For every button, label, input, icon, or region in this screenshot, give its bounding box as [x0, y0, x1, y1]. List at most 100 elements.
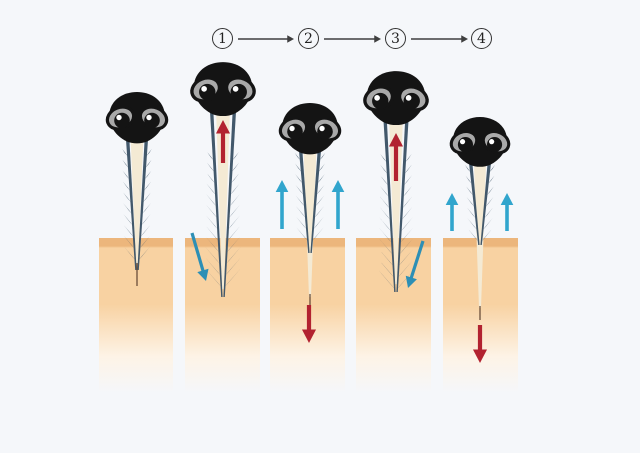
- step-circle-2: 2: [298, 28, 319, 49]
- barb-tooth: [205, 246, 221, 265]
- chelicera-left: [114, 112, 130, 129]
- highlight-left: [459, 139, 466, 145]
- barb-tooth: [378, 270, 396, 290]
- highlight-right: [232, 86, 239, 92]
- hypostome: [303, 147, 317, 297]
- barb-tooth: [402, 185, 413, 198]
- barb-tooth: [123, 203, 133, 215]
- barb-tooth: [397, 259, 414, 278]
- barb-tooth: [379, 238, 394, 255]
- barbed-rod: [383, 121, 396, 292]
- barb-tooth: [480, 229, 492, 242]
- barbed-rod: [299, 151, 310, 253]
- chelicera-right: [144, 112, 160, 129]
- step-sequence: 1 2 3 4: [0, 0, 640, 60]
- barb-tooth: [380, 164, 389, 175]
- arrow-teal-down-left-into-skin-head: [405, 275, 417, 288]
- barb-tooth: [483, 207, 493, 219]
- barb-tooth: [206, 162, 215, 173]
- capitulum-body: [282, 103, 338, 155]
- tick-head: [190, 62, 256, 117]
- barb-tooth: [207, 152, 215, 161]
- barbed-rod: [223, 112, 236, 297]
- barb-tooth: [399, 228, 413, 244]
- barb-tooth: [379, 185, 390, 198]
- highlight-left: [374, 95, 380, 101]
- barb-tooth: [464, 164, 472, 173]
- arrow-blue-up-right-head: [331, 180, 345, 192]
- barb-tooth: [294, 152, 302, 161]
- flow-arrow-3-head: [461, 35, 468, 43]
- barb-tooth: [314, 195, 325, 207]
- barb-tooth: [231, 162, 240, 173]
- barb-tooth: [142, 192, 151, 203]
- barb-tooth: [295, 195, 306, 207]
- hypostome: [216, 108, 230, 289]
- barb-tooth: [467, 218, 478, 231]
- barb-tooth: [141, 203, 151, 215]
- flow-arrow-2-head: [374, 35, 381, 43]
- chelicera-left: [199, 83, 216, 101]
- barbed-rod: [126, 140, 137, 270]
- barb-tooth: [467, 207, 477, 219]
- barb-tooth: [317, 163, 325, 173]
- barbed-rod: [396, 121, 409, 292]
- chelicera-left: [457, 137, 474, 153]
- barb-tooth: [296, 216, 308, 230]
- barbed-rod: [310, 151, 321, 253]
- highlight-right: [489, 139, 495, 145]
- barb-tooth: [124, 246, 136, 261]
- barb-tooth: [228, 194, 240, 207]
- barb-tooth: [398, 238, 413, 255]
- barb-tooth: [206, 173, 216, 184]
- arrow-red-up-hypostome-head: [215, 120, 231, 134]
- barb-tooth: [206, 194, 218, 207]
- barb-tooth: [403, 175, 412, 186]
- tick-figure-initial: [105, 92, 169, 286]
- barb-tooth: [138, 235, 151, 249]
- barbed-rod: [210, 112, 223, 297]
- barb-tooth: [312, 216, 324, 230]
- barb-tooth: [145, 148, 152, 157]
- step-circle-3: 3: [385, 28, 406, 49]
- barb-tooth: [295, 163, 303, 173]
- highlight-left: [289, 125, 295, 132]
- barb-tooth: [379, 206, 392, 221]
- barb-tooth: [379, 228, 393, 244]
- hypostome: [389, 117, 403, 284]
- tick-head: [363, 71, 429, 126]
- tick-head: [449, 116, 511, 167]
- arrow-teal-down-left-into-skin: [409, 240, 425, 279]
- tick-head: [105, 92, 169, 144]
- barb-tooth: [140, 214, 151, 226]
- arrow-blue-up-left-head: [275, 180, 289, 192]
- barb-tooth: [484, 196, 494, 208]
- barb-tooth: [315, 184, 325, 196]
- highlight-right: [405, 95, 412, 101]
- barb-tooth: [486, 186, 494, 196]
- barb-tooth: [225, 246, 241, 265]
- barb-tooth: [123, 224, 135, 238]
- capitulum-body: [109, 92, 165, 144]
- chelicera-right: [403, 92, 420, 110]
- capitulum-body: [366, 71, 426, 126]
- barb-tooth: [380, 154, 388, 163]
- barb-tooth: [398, 249, 414, 267]
- barb-tooth: [226, 225, 241, 242]
- chelicera-right: [486, 137, 503, 153]
- tick-head: [278, 103, 342, 155]
- tick-figure-stage-1: [190, 62, 256, 297]
- barb-tooth: [295, 184, 305, 196]
- barb-tooth: [229, 183, 240, 196]
- arrow-red-down-in-skin-head: [301, 329, 317, 343]
- arrow-blue-up-left-head: [445, 193, 459, 205]
- step-circle-1: 1: [212, 28, 233, 49]
- arrow-red-up-hypostome-head: [388, 133, 404, 147]
- barb-tooth: [488, 164, 496, 173]
- barb-tooth: [122, 181, 131, 192]
- barb-tooth: [466, 196, 476, 208]
- barb-tooth: [206, 183, 217, 196]
- arrow-teal-down-right-into-skin-head: [197, 268, 209, 281]
- arrow-red-down-in-skin-head: [472, 349, 488, 363]
